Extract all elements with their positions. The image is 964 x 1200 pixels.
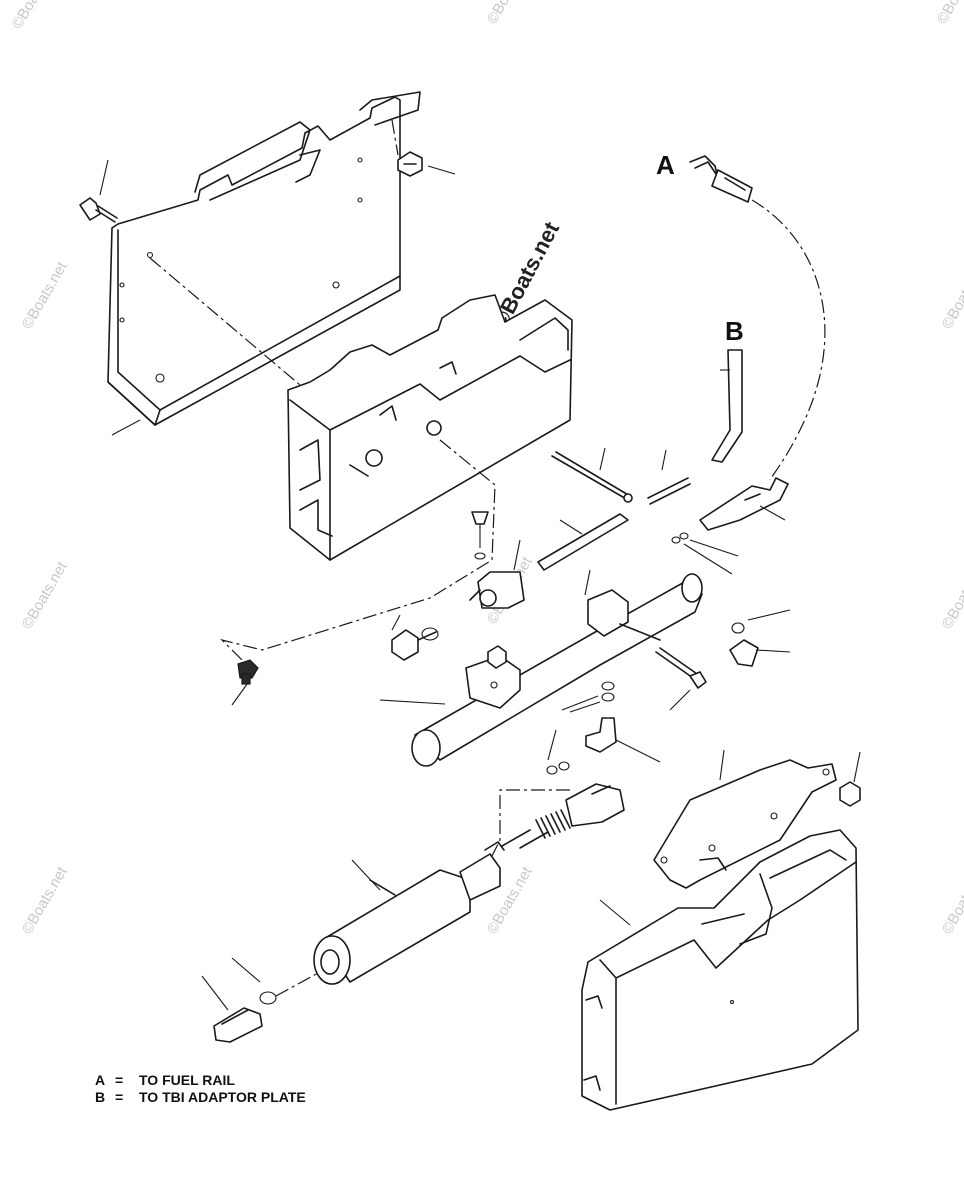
- watermark-text: ©Boats.net: [939, 258, 964, 332]
- watermark-text: ©Boats.net: [484, 0, 536, 27]
- rail-bolt: [391, 614, 439, 661]
- fuel-line-b: [711, 349, 743, 463]
- pump-housing: [287, 294, 573, 561]
- retainer-rods: [537, 447, 691, 571]
- rail-end-fitting: [729, 609, 791, 667]
- watermark-text: ©Boats.net: [939, 863, 964, 937]
- pump-connector-line: [489, 789, 570, 861]
- lower-bracket-nut: [839, 751, 861, 807]
- watermark-text: ©Boats.net: [9, 0, 61, 32]
- small-nut: [487, 645, 507, 669]
- watermark-text: ©Boats.net: [939, 558, 964, 632]
- watermark-text: ©Boats.net: [19, 258, 71, 332]
- legend-equals: =: [115, 1089, 124, 1105]
- legend-equals: =: [115, 1072, 124, 1088]
- fuel-hose-fitting: [699, 477, 789, 531]
- rail-screw: [655, 647, 707, 711]
- pressure-regulator: [469, 511, 525, 609]
- electric-fuel-pump: [313, 783, 625, 985]
- legend-key: B: [95, 1089, 106, 1105]
- pump-inlet-fitting: [201, 957, 321, 1043]
- upper-mounting-bracket: [107, 91, 421, 426]
- legend-key: A: [95, 1072, 106, 1088]
- legend: A = TO FUEL RAIL B = TO TBI ADAPTOR PLAT…: [95, 1072, 306, 1106]
- housing-bolt: [237, 659, 259, 685]
- legend-row-b: B = TO TBI ADAPTOR PLATE: [95, 1089, 306, 1106]
- legend-row-a: A = TO FUEL RAIL: [95, 1072, 306, 1089]
- legend-text: TO TBI ADAPTOR PLATE: [139, 1089, 306, 1105]
- callout-b: B: [725, 316, 744, 346]
- fuel-tank-cover: [581, 829, 859, 1111]
- bracket-nut: [397, 151, 456, 177]
- lower-bracket: [653, 749, 837, 889]
- watermark-text: ©Boats.net: [19, 558, 71, 632]
- legend-text: TO FUEL RAIL: [139, 1072, 235, 1088]
- watermark-text: ©Boats.net: [19, 863, 71, 937]
- elbow-fitting: [546, 681, 661, 775]
- fuel-line-a: [689, 155, 826, 481]
- callout-a: A: [656, 150, 675, 180]
- fuel-rail: [379, 569, 703, 767]
- o-rings-upper: [671, 532, 739, 575]
- bracket-bolt: [79, 159, 118, 223]
- watermark-text: ©Boats.net: [934, 0, 964, 27]
